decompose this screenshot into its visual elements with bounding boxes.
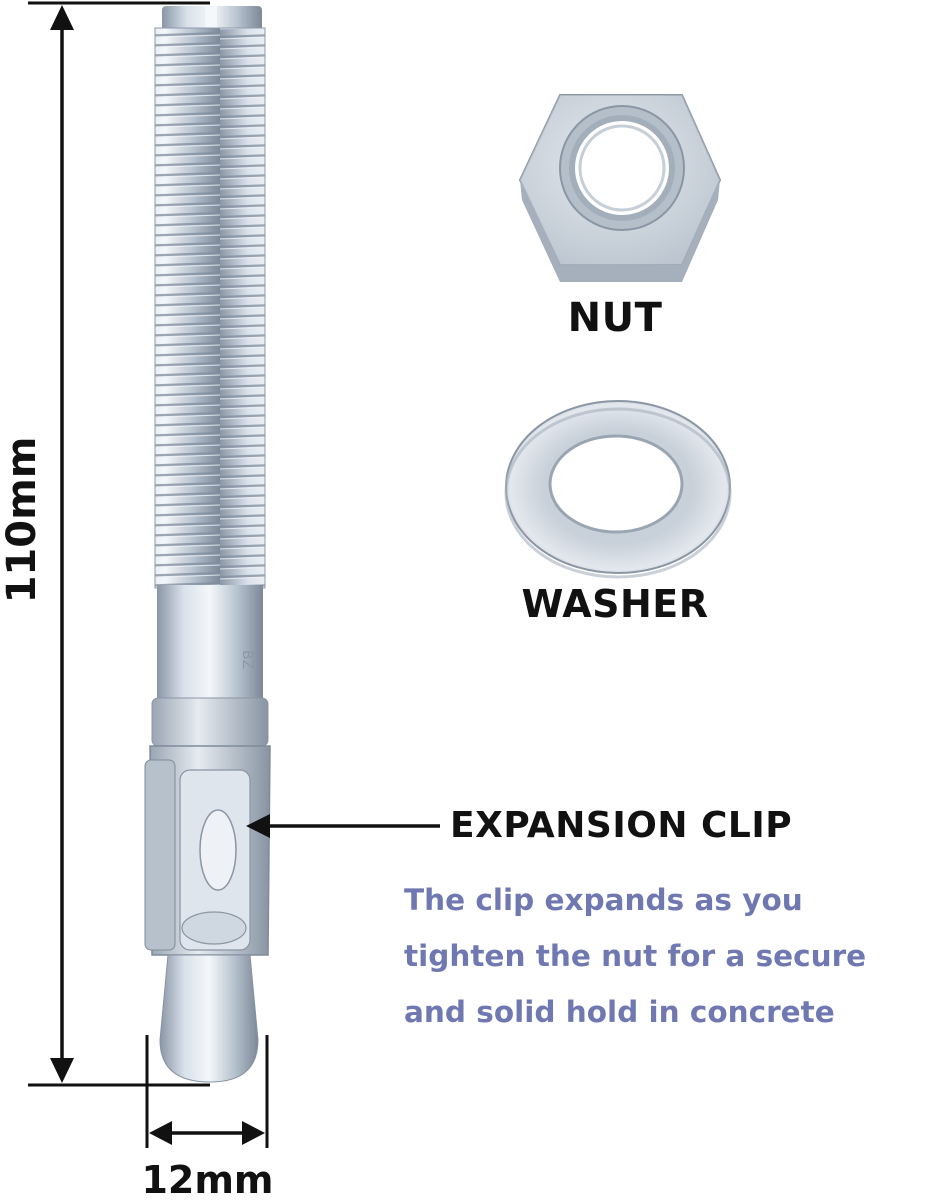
expansion-clip-label: EXPANSION CLIP — [450, 805, 793, 846]
width-label: 12mm — [141, 1158, 274, 1202]
expansion-clip — [144, 745, 271, 956]
anchor-bolt: BZ — [144, 6, 271, 1083]
expansion-clip-description: The clip expands as you tighten the nut … — [404, 883, 867, 1029]
washer-image — [504, 400, 732, 579]
washer-label: WASHER — [521, 582, 709, 626]
nut-label: NUT — [567, 295, 663, 341]
nut-image — [518, 94, 722, 282]
width-dimension — [145, 1035, 269, 1148]
length-dimension — [28, 1, 210, 1087]
clip-pointer-arrow — [246, 814, 440, 838]
length-label: 110mm — [0, 436, 45, 604]
svg-text:BZ: BZ — [239, 650, 255, 669]
